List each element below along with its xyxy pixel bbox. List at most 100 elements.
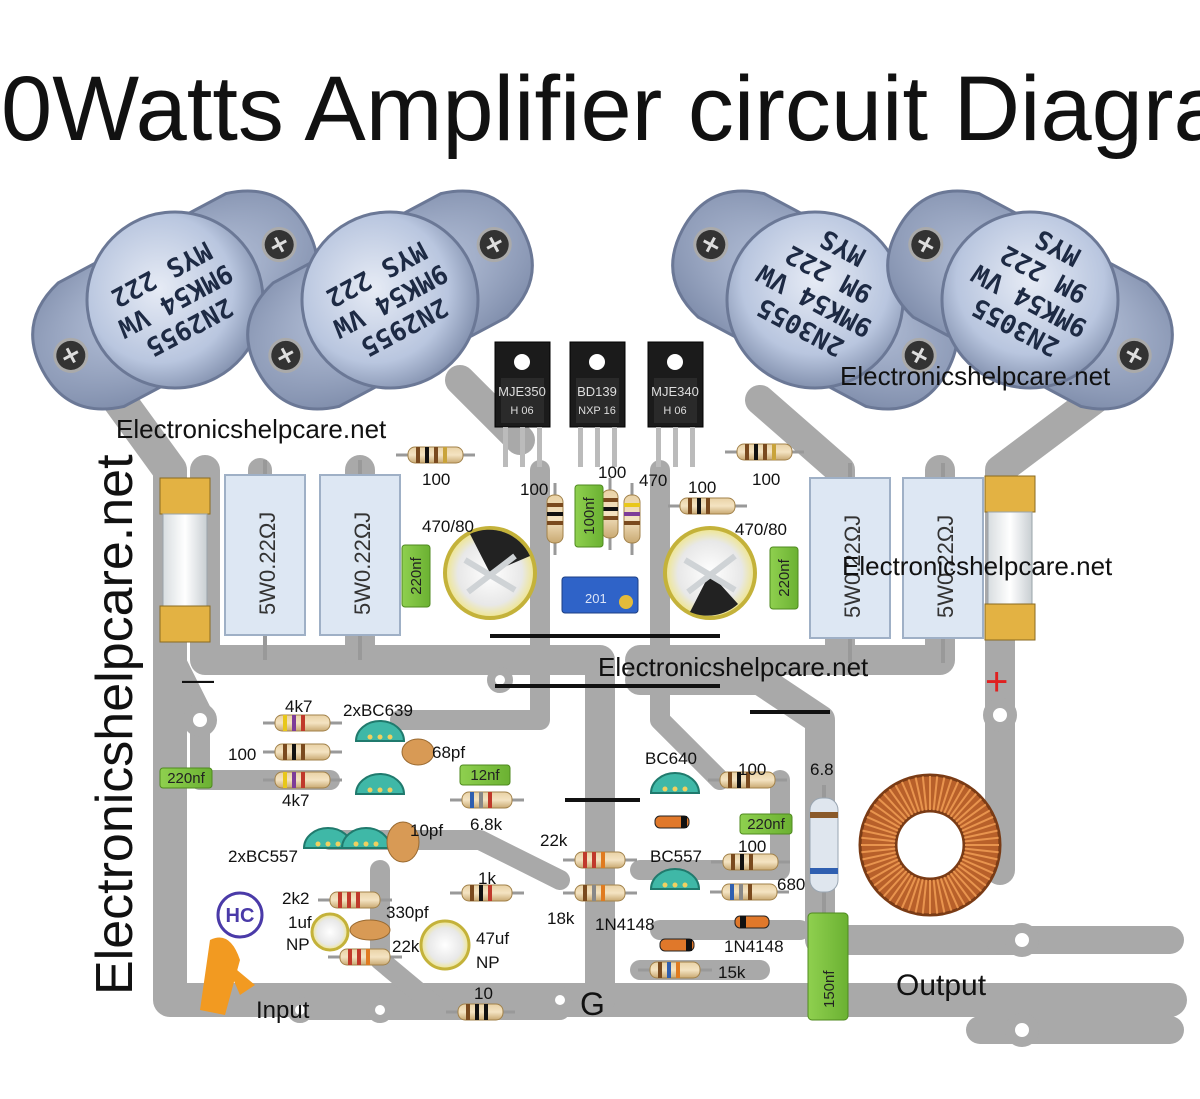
hc-logo: HC <box>200 891 264 1015</box>
svg-text:15k: 15k <box>718 963 746 982</box>
resistor <box>563 851 637 869</box>
fuse-left <box>159 477 211 643</box>
svg-text:150nf: 150nf <box>821 970 838 1008</box>
electrolytic-cap-47uf <box>419 919 471 971</box>
svg-text:100: 100 <box>598 463 626 482</box>
film-capacitor: 100nf <box>574 484 604 548</box>
svg-text:Electronicshelpcare.net: Electronicshelpcare.net <box>842 551 1113 581</box>
small-transistor <box>354 773 406 795</box>
svg-text:330pf: 330pf <box>386 903 429 922</box>
power-resistor-label: 5W0.22ΩJ <box>350 512 375 615</box>
ceramic-cap-10pf <box>386 821 420 863</box>
diodes <box>654 815 770 952</box>
power-resistor: 5W0.22ΩJ <box>809 463 891 663</box>
small-transistors <box>302 720 701 890</box>
pcb-pads <box>183 667 1039 1047</box>
toroid-inductor <box>858 773 1002 917</box>
driver-transistor: MJE340 H 06 <box>647 341 704 467</box>
svg-text:680: 680 <box>777 875 805 894</box>
diode-1n4148-a <box>659 938 695 952</box>
resistor <box>711 853 790 871</box>
svg-text:MJE340: MJE340 <box>651 384 699 399</box>
small-transistor <box>649 868 701 890</box>
svg-text:+: + <box>985 660 1008 704</box>
svg-text:22k: 22k <box>540 831 568 850</box>
svg-text:68pf: 68pf <box>432 743 465 762</box>
svg-text:4k7: 4k7 <box>282 791 309 810</box>
resistor <box>328 948 402 966</box>
diode-extra <box>654 815 690 829</box>
power-resistor-label: 5W0.22ΩJ <box>933 515 958 618</box>
film-capacitor: 220nf <box>159 767 213 789</box>
trimmer-pot: 201 <box>561 576 639 614</box>
svg-text:470: 470 <box>639 471 667 490</box>
power-resistor-label: 5W0.22ΩJ <box>840 515 865 618</box>
small-resistors <box>263 443 804 1021</box>
svg-text:6.8: 6.8 <box>810 760 834 779</box>
resistor <box>263 743 342 761</box>
power-resistors: 5W0.22ΩJ 5W0.22ΩJ 5W0.22ΩJ 5W0.22ΩJ <box>224 460 984 663</box>
watermarks: Electronicshelpcare.net Electronicshelpc… <box>86 361 1113 995</box>
driver-transistor: MJE350 H 06 <box>494 341 551 467</box>
resistor-6-8 <box>809 785 839 920</box>
resistor <box>546 483 564 555</box>
resistor <box>638 961 712 979</box>
svg-text:MJE350: MJE350 <box>498 384 546 399</box>
svg-text:—: — <box>182 661 214 697</box>
resistor <box>450 791 524 809</box>
svg-text:6.8k: 6.8k <box>470 815 503 834</box>
svg-text:220nf: 220nf <box>167 770 205 787</box>
svg-text:100: 100 <box>688 478 716 497</box>
film-capacitor: 220nf <box>739 813 793 835</box>
svg-text:1N4148: 1N4148 <box>724 937 784 956</box>
power-resistor-label: 5W0.22ΩJ <box>255 512 280 615</box>
svg-text:100: 100 <box>738 760 766 779</box>
svg-text:470/80: 470/80 <box>422 517 474 536</box>
svg-text:220nf: 220nf <box>408 556 425 594</box>
jumper-wires <box>490 634 830 802</box>
cap-150nf: 150nf <box>807 912 849 1021</box>
svg-text:NP: NP <box>476 953 500 972</box>
svg-text:H 06: H 06 <box>510 405 533 417</box>
ceramic-cap-68pf <box>401 738 435 766</box>
resistor <box>668 497 747 515</box>
resistor <box>446 1003 515 1021</box>
svg-text:10pf: 10pf <box>410 821 443 840</box>
component-labels: 100 100 100 470 100 100 470/80 470/80 — … <box>182 463 1008 1024</box>
ceramic-cap-330pf <box>349 919 391 941</box>
resistor <box>601 478 619 550</box>
svg-text:100: 100 <box>520 480 548 499</box>
svg-text:1uf: 1uf <box>288 913 312 932</box>
resistor <box>725 443 804 461</box>
svg-text:Electronicshelpcare.net: Electronicshelpcare.net <box>116 414 387 444</box>
resistor <box>450 884 524 902</box>
film-capacitor: 220nf <box>401 544 431 608</box>
svg-text:NXP 16: NXP 16 <box>578 405 616 417</box>
film-capacitor: 12nf <box>459 764 511 786</box>
electrolytic-cap-right <box>663 526 757 620</box>
resistor <box>563 884 637 902</box>
svg-text:201: 201 <box>585 591 607 606</box>
svg-text:BD139: BD139 <box>577 384 617 399</box>
small-transistor <box>354 720 406 742</box>
svg-text:47uf: 47uf <box>476 929 509 948</box>
svg-text:HC: HC <box>226 905 255 927</box>
svg-text:22k: 22k <box>392 937 420 956</box>
svg-text:4k7: 4k7 <box>285 697 312 716</box>
svg-text:100nf: 100nf <box>581 496 598 534</box>
resistor <box>708 771 787 789</box>
power-resistor: 5W0.22ΩJ <box>902 463 984 663</box>
svg-text:Input: Input <box>256 997 310 1024</box>
svg-text:18k: 18k <box>547 909 575 928</box>
svg-text:H 06: H 06 <box>663 405 686 417</box>
svg-text:BC640: BC640 <box>645 749 697 768</box>
resistor <box>623 483 641 555</box>
svg-text:2k2: 2k2 <box>282 889 309 908</box>
